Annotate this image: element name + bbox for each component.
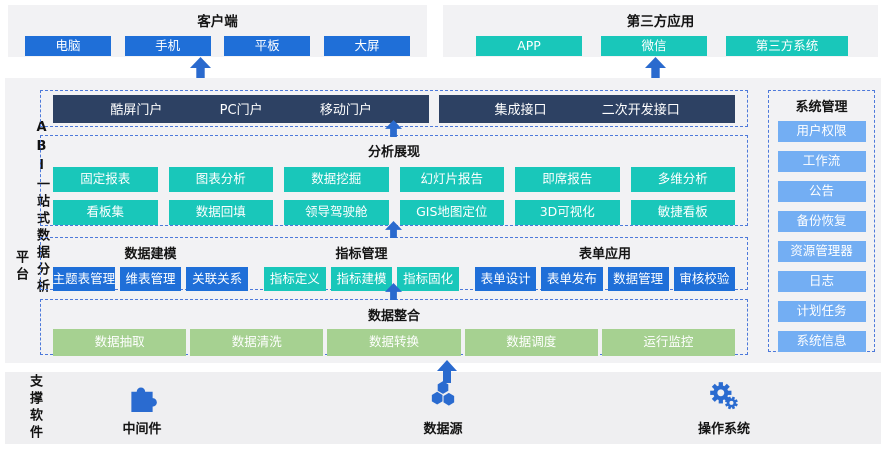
- platform-side-label: ABI一站式数据分析: [34, 120, 49, 296]
- system-chip[interactable]: 资源管理器: [777, 241, 866, 262]
- group-indicator-mgmt: 指标管理 指标定义 指标建模 指标固化: [264, 243, 460, 291]
- module-chip[interactable]: 指标定义: [264, 267, 326, 291]
- module-chip[interactable]: 指标建模: [330, 267, 393, 291]
- support-item-datasource: 数据源: [398, 379, 488, 437]
- module-chip[interactable]: 数据清洗: [190, 329, 324, 356]
- module-chip[interactable]: 表单设计: [475, 267, 537, 291]
- module-chip[interactable]: 表单发布: [541, 267, 603, 291]
- system-chip[interactable]: 工作流: [777, 151, 866, 172]
- platform-section: ABI一站式数据分析 平台 酷屏门户 PC门户 移动门户 集成接口 二次开发接口…: [5, 78, 881, 363]
- interface-bar: 集成接口 二次开发接口: [439, 94, 735, 123]
- integration-row: 数据抽取 数据清洗 数据转换 数据调度 运行监控: [53, 329, 736, 356]
- module-chip[interactable]: 数据管理: [607, 267, 669, 291]
- system-chip[interactable]: 备份恢复: [777, 211, 866, 232]
- module-chip[interactable]: 运行监控: [601, 329, 736, 356]
- group-title: 指标管理: [335, 247, 388, 262]
- module-chip[interactable]: 固定报表: [53, 167, 158, 192]
- group-row: 主题表管理 维表管理 关联关系: [53, 267, 249, 291]
- portal-bar: 酷屏门户 PC门户 移动门户: [53, 94, 430, 123]
- platform-side-label-suffix: 平台: [13, 250, 28, 284]
- third-party-section: 第三方应用 APP 微信 第三方系统: [443, 5, 878, 57]
- module-chip[interactable]: 数据回填: [168, 200, 273, 225]
- up-arrow-icon: [437, 360, 457, 383]
- module-chip[interactable]: 数据调度: [464, 329, 598, 356]
- module-chip[interactable]: 看板集: [53, 200, 158, 225]
- client-chip-bigscreen[interactable]: 大屏: [323, 36, 410, 56]
- system-chip[interactable]: 系统信息: [777, 331, 866, 352]
- integration-title: 数据整合: [367, 309, 420, 324]
- analysis-box: 分析展现 固定报表 图表分析 数据挖掘 幻灯片报告 即席报告 多维分析 看板集 …: [40, 135, 748, 226]
- integration-box: 数据整合 数据抽取 数据清洗 数据转换 数据调度 运行监控: [40, 299, 748, 356]
- analysis-row-1: 固定报表 图表分析 数据挖掘 幻灯片报告 即席报告 多维分析: [53, 167, 735, 192]
- system-chip[interactable]: 公告: [777, 181, 866, 202]
- up-arrow-icon: [385, 120, 402, 137]
- interface-item-integration[interactable]: 集成接口: [494, 103, 547, 118]
- modeling-box: 数据建模 主题表管理 维表管理 关联关系 指标管理 指标定义 指标建模 指标固化…: [40, 237, 748, 291]
- puzzle-icon: [131, 387, 157, 412]
- support-item-label: 中间件: [122, 422, 162, 437]
- module-chip[interactable]: 3D可视化: [515, 200, 620, 225]
- group-form-apps: 表单应用 表单设计 表单发布 数据管理 审核校验: [475, 243, 735, 291]
- support-software-section: 支撑软件 中间件 数据源: [5, 372, 881, 444]
- client-chip-tablet[interactable]: 平板: [224, 36, 311, 56]
- support-item-label: 数据源: [423, 422, 463, 437]
- module-chip[interactable]: 幻灯片报告: [399, 167, 504, 192]
- module-chip[interactable]: 指标固化: [397, 267, 460, 291]
- client-chip-mobile[interactable]: 手机: [124, 36, 211, 56]
- client-section: 客户端 电脑 手机 平板 大屏: [8, 5, 427, 57]
- client-chip-pc[interactable]: 电脑: [25, 36, 111, 56]
- client-section-title: 客户端: [197, 14, 238, 30]
- up-arrow-icon: [385, 221, 402, 238]
- support-item-os: 操作系统: [679, 379, 769, 437]
- module-chip[interactable]: GIS地图定位: [399, 200, 504, 225]
- system-mgmt-title: 系统管理: [795, 100, 848, 115]
- third-party-chip-system[interactable]: 第三方系统: [726, 36, 848, 56]
- system-chip[interactable]: 日志: [777, 271, 866, 292]
- up-arrow-icon: [190, 57, 211, 78]
- module-chip[interactable]: 数据抽取: [53, 329, 187, 356]
- third-party-chip-wechat[interactable]: 微信: [601, 36, 707, 56]
- module-chip[interactable]: 主题表管理: [53, 267, 115, 291]
- group-title: 数据建模: [124, 247, 177, 262]
- module-chip[interactable]: 多维分析: [630, 167, 735, 192]
- analysis-row-2: 看板集 数据回填 领导驾驶舱 GIS地图定位 3D可视化 敏捷看板: [53, 200, 735, 225]
- module-chip[interactable]: 图表分析: [168, 167, 273, 192]
- portal-item-pc[interactable]: PC门户: [219, 103, 263, 118]
- support-item-middleware: 中间件: [97, 379, 187, 437]
- portal-item-coolscreen[interactable]: 酷屏门户: [110, 103, 163, 118]
- interface-item-devapi[interactable]: 二次开发接口: [601, 103, 680, 118]
- support-item-label: 操作系统: [697, 422, 750, 437]
- module-chip[interactable]: 关联关系: [186, 267, 249, 291]
- module-chip[interactable]: 领导驾驶舱: [284, 200, 389, 225]
- up-arrow-icon: [645, 57, 666, 78]
- module-chip[interactable]: 即席报告: [515, 167, 620, 192]
- third-party-section-title: 第三方应用: [626, 14, 695, 30]
- group-row: 指标定义 指标建模 指标固化: [264, 267, 460, 291]
- portal-box: 酷屏门户 PC门户 移动门户 集成接口 二次开发接口: [40, 90, 748, 127]
- third-party-chip-row: APP 微信 第三方系统: [443, 30, 878, 56]
- module-chip[interactable]: 数据挖掘: [284, 167, 389, 192]
- analysis-title: 分析展现: [367, 145, 420, 160]
- group-title: 表单应用: [578, 247, 631, 262]
- support-side-label: 支撑软件: [27, 374, 42, 442]
- client-chip-row: 电脑 手机 平板 大屏: [8, 30, 427, 56]
- portal-item-mobile[interactable]: 移动门户: [319, 103, 372, 118]
- up-arrow-icon: [385, 283, 402, 300]
- module-chip[interactable]: 敏捷看板: [630, 200, 735, 225]
- hexagons-icon: [431, 381, 455, 406]
- module-chip[interactable]: 维表管理: [119, 267, 182, 291]
- third-party-chip-app[interactable]: APP: [476, 36, 582, 56]
- group-row: 表单设计 表单发布 数据管理 审核校验: [475, 267, 735, 291]
- module-chip[interactable]: 审核校验: [673, 267, 735, 291]
- module-chip[interactable]: 数据转换: [327, 329, 461, 356]
- system-mgmt-box: 系统管理 用户权限 工作流 公告 备份恢复 资源管理器 日志 计划任务 系统信息: [768, 90, 875, 352]
- system-chip[interactable]: 计划任务: [777, 301, 866, 322]
- system-mgmt-list: 用户权限 工作流 公告 备份恢复 资源管理器 日志 计划任务 系统信息: [769, 121, 874, 352]
- system-chip[interactable]: 用户权限: [777, 121, 866, 142]
- group-data-modeling: 数据建模 主题表管理 维表管理 关联关系: [53, 243, 249, 291]
- gears-icon: [710, 382, 738, 410]
